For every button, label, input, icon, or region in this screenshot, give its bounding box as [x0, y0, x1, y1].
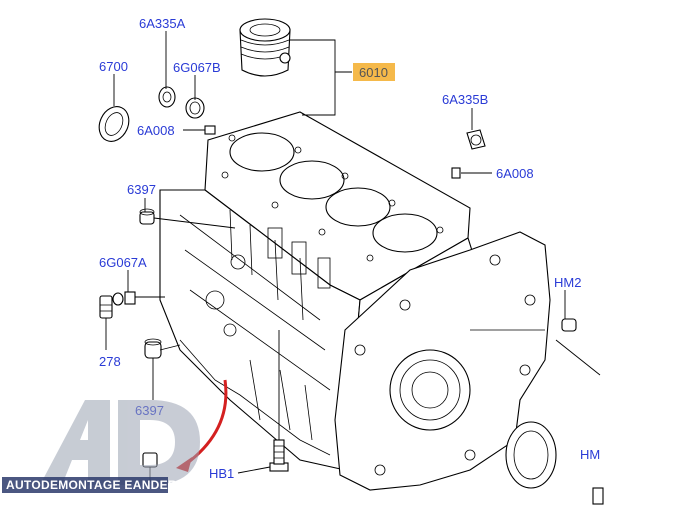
plug-6a335b	[466, 129, 486, 150]
front-seal	[505, 421, 557, 489]
callout-6397-top: 6397	[127, 182, 156, 197]
callout-hb1: HB1	[209, 466, 234, 481]
dowel-6397-top	[139, 208, 155, 225]
callout-6a335b: 6A335B	[442, 92, 488, 107]
callout-hm2: HM2	[554, 275, 581, 290]
engine-block	[159, 111, 551, 491]
watermark-caption-bg	[2, 477, 168, 493]
highlight-6010	[353, 63, 395, 81]
callout-6a008-left: 6A008	[137, 123, 175, 138]
callout-6700: 6700	[99, 59, 128, 74]
callout-6g067a: 6G067A	[99, 255, 147, 270]
callout-278: 278	[99, 354, 121, 369]
part-hm-right	[592, 487, 604, 505]
callout-hm-right: HM	[580, 447, 600, 462]
callout-6g067b: 6G067B	[173, 60, 221, 75]
callout-6a335a: 6A335A	[139, 16, 186, 31]
dowel-hm2	[561, 318, 577, 332]
dowel-6a008-left	[204, 125, 216, 135]
sender-278	[99, 291, 136, 319]
watermark-logo	[40, 400, 200, 485]
plug-6a335a	[158, 86, 176, 108]
dowel-6397-bottom	[144, 338, 162, 359]
callout-6010: 6010	[359, 65, 388, 80]
oring-6g067b	[185, 97, 205, 119]
callout-6a008-right: 6A008	[496, 166, 534, 181]
leader-lines	[105, 31, 601, 474]
piston-part	[239, 18, 291, 77]
rear-seal-6700	[98, 106, 130, 142]
dowel-6a008-right	[451, 167, 461, 179]
watermark-caption: AUTODEMONTAGE EANDER	[6, 478, 177, 492]
